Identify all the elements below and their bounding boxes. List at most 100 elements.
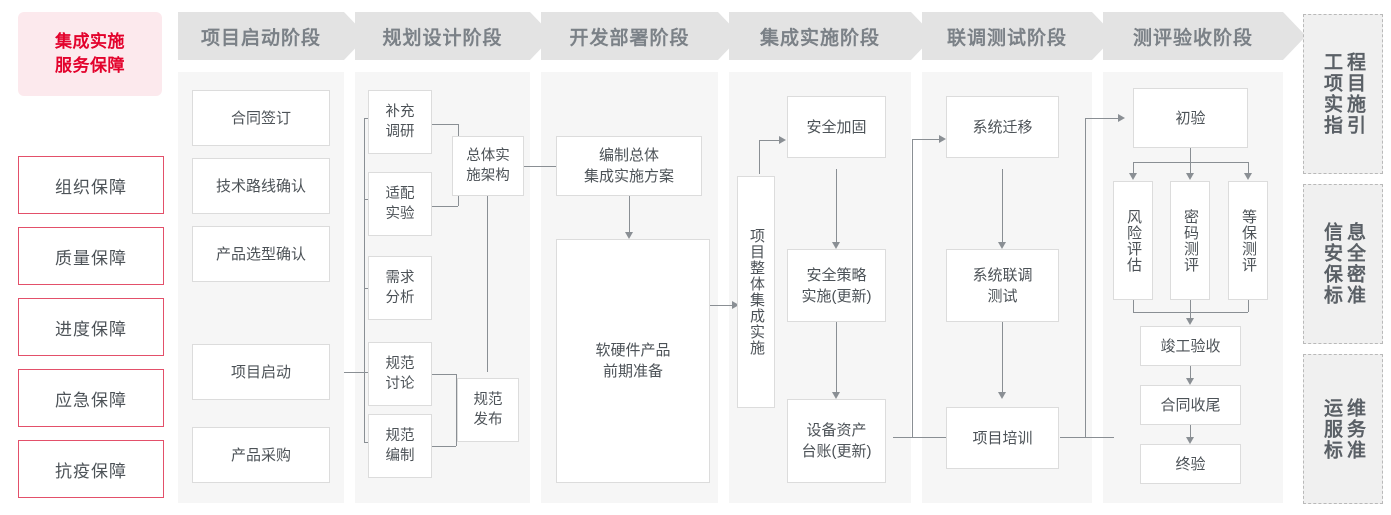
arrow-down-icon (1186, 318, 1194, 325)
standard-ops-service-col-left: 运服标 (1321, 397, 1342, 461)
node-overall[interactable]: 项目整体集成实施 (737, 176, 775, 408)
node-kickoff[interactable]: 项目启动 (192, 344, 330, 400)
node-specmake[interactable]: 规范 编制 (368, 414, 432, 478)
node-adapt-line2: 实验 (385, 206, 415, 222)
arrow-down-icon (998, 392, 1006, 399)
node-crypto[interactable]: 密码测评 (1170, 181, 1210, 300)
node-jointest-line2: 测试 (987, 287, 1018, 305)
stage-header-planning-label: 规划设计阶段 (382, 27, 503, 49)
connector-specmake-merge (432, 446, 456, 447)
standard-engineering-guide-col-right: 程目施引 (1344, 52, 1365, 136)
node-prep[interactable]: 软硬件产品 前期准备 (556, 239, 710, 483)
connector-risk-merge (1133, 300, 1134, 312)
stage-header-jointtest: 联调测试阶段 (922, 12, 1115, 60)
stage-header-acceptance: 测评验收阶段 (1103, 12, 1306, 60)
node-training[interactable]: 项目培训 (946, 407, 1059, 469)
node-initacc[interactable]: 初验 (1133, 88, 1248, 148)
guarantee-item-organization[interactable]: 组织保障 (18, 156, 164, 214)
node-arch[interactable]: 总体实 施架构 (452, 136, 524, 196)
arrow-right-icon (779, 136, 786, 144)
node-jointest[interactable]: 系统联调 测试 (946, 249, 1059, 322)
arrow-down-icon (1186, 173, 1194, 180)
connector-initacc-down (1190, 148, 1191, 162)
node-specmake-line2: 编制 (385, 448, 415, 464)
node-demand-line1: 需求 (385, 270, 415, 286)
node-asset-line2: 台账(更新) (801, 443, 872, 460)
arrow-right-icon (939, 135, 946, 143)
connector-to-migrate (912, 139, 940, 140)
connector-planning-trunk (364, 118, 365, 442)
node-closeout[interactable]: 合同收尾 (1140, 385, 1241, 425)
node-survey[interactable]: 补充 调研 (368, 90, 432, 154)
arrow-down-icon (1244, 173, 1252, 180)
connector-prep-overall (710, 305, 733, 306)
node-adapt[interactable]: 适配 实验 (368, 172, 432, 236)
node-specpub-line2: 发布 (473, 412, 503, 428)
node-endacc[interactable]: 终验 (1140, 444, 1241, 484)
node-asset-line1: 设备资产 (806, 422, 867, 439)
arrow-down-icon (1129, 173, 1137, 180)
chevron-right-icon (1283, 12, 1306, 60)
stage-header-acceptance-label: 测评验收阶段 (1132, 27, 1253, 49)
connector-harden-policy (836, 169, 837, 244)
arrow-down-icon (832, 242, 840, 249)
connector-survey-merge (432, 124, 458, 125)
stage-header-deploy: 开发部署阶段 (541, 12, 741, 60)
guarantee-title-line2: 服务保障 (55, 56, 125, 75)
arrow-down-icon (1186, 378, 1194, 385)
arrow-down-icon (832, 392, 840, 399)
connector-adapt-merge (432, 206, 458, 207)
standard-information-security-col-left: 信安保标 (1321, 222, 1342, 306)
node-purchase[interactable]: 产品采购 (192, 427, 330, 483)
node-final[interactable]: 竣工验收 (1140, 326, 1241, 366)
connector-fork-crypto (1190, 162, 1191, 175)
connector-asset-right (893, 437, 952, 438)
node-plan[interactable]: 编制总体 集成实施方案 (556, 136, 702, 196)
guarantee-item-emergency[interactable]: 应急保障 (18, 369, 164, 427)
node-survey-line1: 补充 (385, 104, 415, 120)
connector-plan-prep (629, 196, 630, 234)
node-specpub[interactable]: 规范 发布 (457, 378, 519, 442)
node-harden[interactable]: 安全加固 (787, 96, 886, 158)
guarantee-item-quality[interactable]: 质量保障 (18, 227, 164, 285)
connector-training-up (1085, 118, 1086, 437)
connector-policy-asset (836, 322, 837, 394)
guarantee-title: 集成实施 服务保障 (18, 12, 162, 96)
node-prep-line2: 前期准备 (602, 363, 663, 380)
node-mlps[interactable]: 等保测评 (1228, 181, 1268, 300)
guarantee-item-epidemic[interactable]: 抗疫保障 (18, 440, 164, 498)
arrow-right-icon (1118, 114, 1125, 122)
stage-header-jointtest-label: 联调测试阶段 (946, 27, 1067, 49)
node-specdisc-line1: 规范 (385, 356, 415, 372)
node-specdisc[interactable]: 规范 讨论 (368, 342, 432, 406)
node-risk[interactable]: 风险评估 (1113, 181, 1153, 300)
arrow-right-icon (732, 301, 739, 309)
node-demand[interactable]: 需求 分析 (368, 256, 432, 320)
standard-engineering-guide[interactable]: 工项实指 程目施引 (1303, 14, 1383, 174)
connector-training-right (1060, 437, 1114, 438)
node-survey-line2: 调研 (385, 124, 415, 140)
standard-information-security[interactable]: 信安保标 息全密准 (1303, 184, 1383, 344)
node-techroute[interactable]: 技术路线确认 (192, 158, 330, 214)
connector-fork-risk (1133, 162, 1134, 175)
node-prep-line1: 软硬件产品 (595, 342, 671, 359)
standard-ops-service[interactable]: 运服标 维务准 (1303, 354, 1383, 504)
connector-fork-mlps (1248, 162, 1249, 175)
node-policy[interactable]: 安全策略 实施(更新) (787, 249, 886, 322)
connector-overall-up (759, 140, 760, 174)
stage-header-planning: 规划设计阶段 (355, 12, 553, 60)
node-contract[interactable]: 合同签订 (192, 90, 330, 146)
standard-information-security-col-right: 息全密准 (1344, 222, 1365, 306)
node-migrate[interactable]: 系统迁移 (946, 96, 1059, 158)
connector-overall-harden (759, 140, 780, 141)
guarantee-item-schedule[interactable]: 进度保障 (18, 298, 164, 356)
stage-header-startup: 项目启动阶段 (178, 12, 367, 60)
node-plan-line2: 集成实施方案 (583, 168, 674, 185)
connector-to-initacc (1085, 118, 1119, 119)
node-product[interactable]: 产品选型确认 (192, 226, 330, 282)
node-specmake-line1: 规范 (385, 428, 415, 444)
node-asset[interactable]: 设备资产 台账(更新) (787, 399, 886, 483)
standard-engineering-guide-col-left: 工项实指 (1321, 52, 1342, 136)
node-jointest-line1: 系统联调 (972, 266, 1033, 284)
